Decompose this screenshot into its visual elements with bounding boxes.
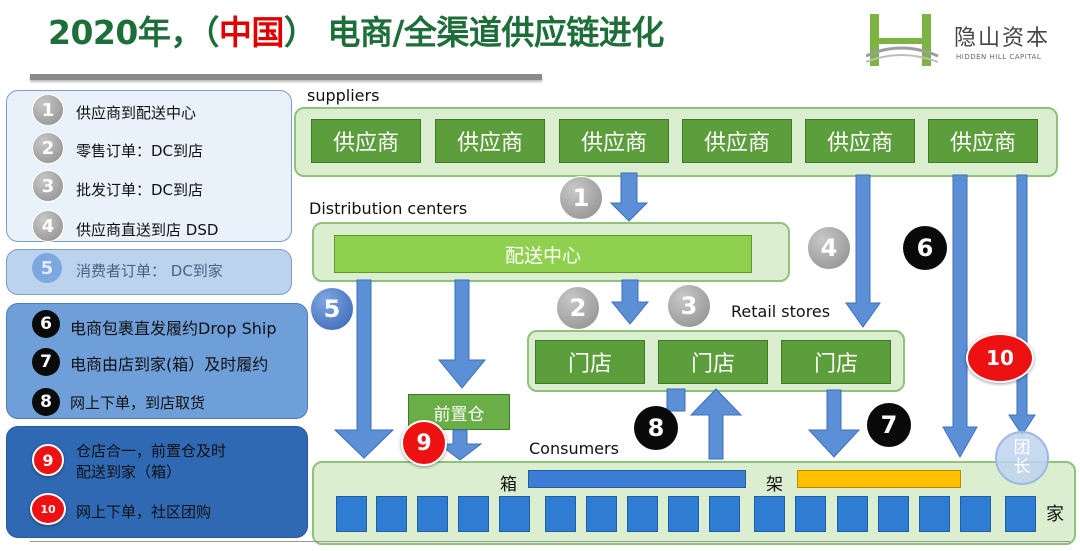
legend-badge-3: 3 — [32, 170, 64, 202]
retail-label: Retail stores — [731, 302, 831, 321]
legend-text-8: 网上下单，到店取货 — [70, 394, 206, 412]
consumer-home — [336, 496, 367, 532]
supplier-box: 供应商 — [928, 119, 1038, 163]
box-bar — [528, 470, 746, 488]
arrow-6 — [942, 174, 978, 459]
flow-badge-8: 8 — [634, 406, 678, 450]
arrow-8-up — [689, 388, 743, 460]
legend-text-1: 供应商到配送中心 — [76, 104, 197, 122]
flow-badge-5: 5 — [310, 287, 354, 331]
group-leader-circle: 团 长 — [995, 431, 1049, 485]
consumer-home — [417, 496, 448, 532]
legend-text-4: 供应商直送到店 DSD — [76, 221, 219, 239]
legend-text-7: 电商由店到家(箱）及时履约 — [70, 355, 269, 374]
title-highlight: 中国 — [218, 13, 285, 52]
supplier-box: 供应商 — [559, 119, 669, 163]
arrow-7 — [807, 389, 861, 458]
title-part1: 2020年，（ — [48, 13, 219, 52]
consumer-home — [668, 496, 699, 532]
consumer-home — [586, 496, 617, 532]
flow-badge-1: 1 — [559, 176, 603, 220]
consumer-home — [878, 496, 909, 532]
consumer-home — [458, 496, 489, 532]
legend-badge-2: 2 — [32, 132, 64, 164]
legend-badge-10: 10 — [30, 493, 66, 525]
legend-badge-1: 1 — [32, 94, 64, 126]
bottom-rule — [30, 541, 1070, 542]
arrow-10 — [1008, 174, 1036, 436]
logo-subtitle: HIDDEN HILL CAPITAL — [956, 53, 1042, 61]
title-part2: ） 电商/全渠道供应链进化 — [283, 13, 665, 52]
store-box: 门店 — [535, 340, 645, 384]
consumer-home — [919, 496, 950, 532]
store-box: 门店 — [781, 340, 891, 384]
consumer-home — [1005, 496, 1036, 532]
hidden-hill-logo-icon — [866, 14, 939, 66]
supplier-box: 供应商 — [682, 119, 792, 163]
legend-badge-9: 9 — [32, 444, 64, 476]
consumers-label: Consumers — [529, 439, 619, 458]
arrow-5 — [333, 279, 395, 459]
flow-badge-10: 10 — [966, 333, 1034, 383]
legend-badge-5: 5 — [32, 253, 62, 283]
pickup-connector — [666, 388, 686, 412]
legend-text-9-line2: 配送到家（箱） — [76, 463, 182, 481]
arrow-1 — [609, 172, 649, 222]
page-title: 2020年，（中国） 电商/全渠道供应链进化 — [48, 6, 664, 54]
flow-badge-2: 2 — [556, 286, 600, 330]
arrow-dc-front — [437, 279, 487, 389]
store-box: 门店 — [658, 340, 768, 384]
logo-name: 隐山资本 — [954, 26, 1051, 51]
suppliers-label: suppliers — [307, 86, 380, 105]
legend-text-6: 电商包裹直发履约Drop Ship — [70, 319, 277, 338]
consumer-home — [837, 496, 868, 532]
legend-badge-8: 8 — [32, 388, 60, 416]
legend-text-10: 网上下单，社区团购 — [76, 503, 212, 521]
dc-label: Distribution centers — [309, 199, 468, 218]
flow-badge-3: 3 — [667, 284, 711, 328]
supplier-box: 供应商 — [805, 119, 915, 163]
legend-badge-4: 4 — [32, 210, 64, 242]
legend-text-5: 消费者订单： DC到家 — [76, 262, 223, 280]
title-underline — [30, 74, 542, 80]
shelf-bar — [797, 470, 961, 488]
consumer-home — [795, 496, 826, 532]
consumer-home — [376, 496, 407, 532]
supplier-box: 供应商 — [311, 119, 421, 163]
legend-text-2: 零售订单：DC到店 — [76, 142, 204, 160]
flow-badge-9: 9 — [401, 420, 447, 466]
legend-text-9-line1: 仓店合一，前置仓及时 — [76, 442, 227, 460]
shelf-label: 架 — [766, 475, 783, 495]
dc-box: 配送中心 — [334, 235, 752, 273]
flow-badge-6: 6 — [903, 226, 947, 270]
home-label: 家 — [1046, 504, 1064, 525]
arrow-4 — [845, 174, 881, 328]
arrow-9 — [437, 429, 483, 461]
arrow-2 — [610, 279, 650, 325]
consumer-home — [545, 496, 576, 532]
flow-badge-4: 4 — [807, 226, 851, 270]
flow-badge-7: 7 — [867, 403, 911, 447]
consumer-home — [754, 496, 785, 532]
box-label: 箱 — [500, 475, 517, 495]
legend-badge-7: 7 — [32, 348, 60, 376]
consumer-home — [499, 496, 530, 532]
consumer-home — [960, 496, 991, 532]
consumer-home — [627, 496, 658, 532]
legend-badge-6: 6 — [32, 310, 60, 338]
supplier-box: 供应商 — [435, 119, 545, 163]
legend-text-3: 批发订单：DC到店 — [76, 181, 204, 199]
consumer-home — [709, 496, 740, 532]
